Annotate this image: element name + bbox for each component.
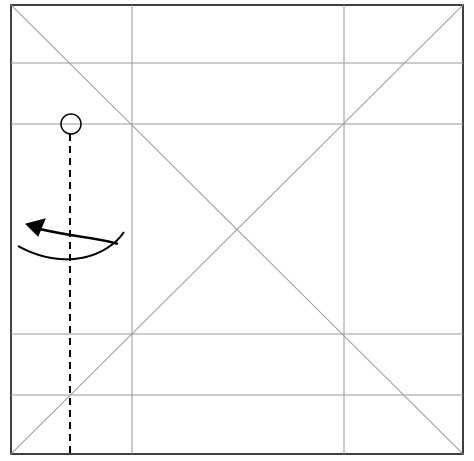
vertical-creases [131, 5, 345, 454]
arrow-head [25, 218, 46, 237]
diagonal-creases [10, 4, 464, 455]
horizontal-creases [11, 62, 463, 396]
arrow-tail [35, 226, 119, 246]
arrow-shaft [17, 231, 125, 261]
curved-arrow-icon [17, 218, 125, 261]
circle-marker-icon [60, 113, 82, 135]
diagonal-crease-anti [10, 4, 464, 455]
